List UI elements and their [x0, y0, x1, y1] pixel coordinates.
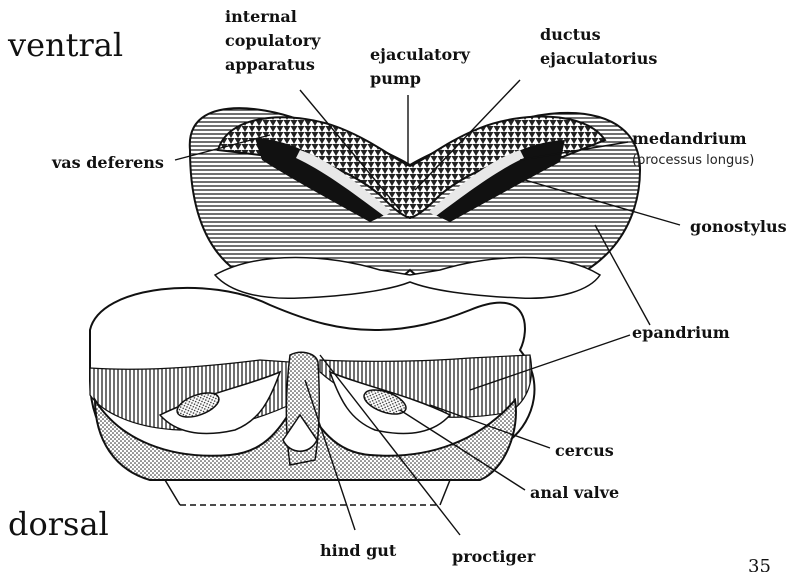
label-internal-line2: copulatory	[225, 31, 321, 50]
label-ejaculatory-line2: pump	[370, 69, 421, 88]
label-proctiger: proctiger	[452, 547, 536, 566]
page-number: 35	[748, 556, 771, 572]
ventral-structure	[190, 108, 640, 298]
labels: ventral dorsal internal copulatory appar…	[7, 7, 787, 572]
bottom-left-edge	[165, 480, 180, 505]
label-internal-line3: apparatus	[225, 55, 315, 74]
leader-epandrium-upper	[595, 225, 650, 325]
label-vas-deferens: vas deferens	[51, 153, 164, 172]
label-ventral: ventral	[7, 26, 123, 64]
label-ductus-line1: ductus	[540, 25, 601, 44]
label-ejaculatory-line1: ejaculatory	[370, 45, 471, 64]
label-epandrium: epandrium	[632, 323, 730, 342]
label-cercus: cercus	[555, 441, 614, 460]
label-anal-valve: anal valve	[530, 483, 619, 502]
label-hind-gut: hind gut	[320, 541, 397, 560]
label-medandrium-note: (processus longus)	[632, 153, 754, 168]
label-dorsal: dorsal	[8, 505, 109, 543]
label-ductus-line2: ejaculatorius	[540, 49, 657, 68]
label-internal-line1: internal	[225, 7, 297, 26]
dorsal-structure	[90, 288, 534, 505]
label-medandrium: medandrium	[632, 129, 747, 148]
label-gonostylus: gonostylus	[690, 217, 787, 236]
bottom-right-edge	[440, 480, 450, 505]
